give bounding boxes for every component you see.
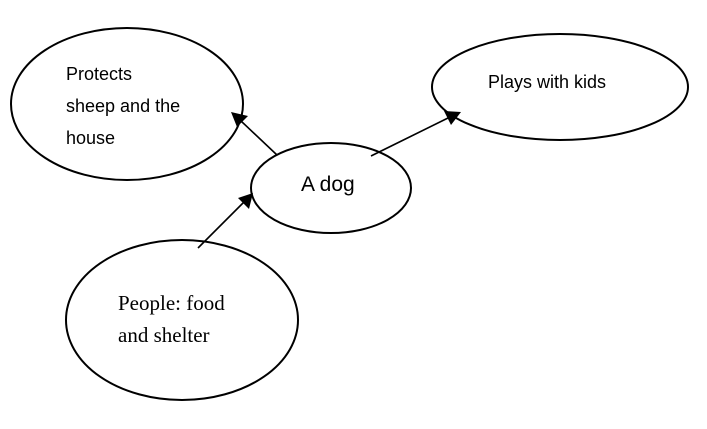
- node-people-line-1: People: food: [118, 291, 225, 315]
- arrow-people-to-dog-head: [238, 193, 253, 209]
- arrow-dog-to-plays-line: [370, 117, 449, 157]
- arrow-dog-to-protects-head: [231, 112, 248, 127]
- node-protects-ellipse: [10, 27, 244, 181]
- node-dog-label: A dog: [301, 171, 355, 199]
- arrow-dog-to-plays-head: [444, 111, 461, 125]
- node-protects-line-2: sheep and the: [66, 96, 181, 116]
- node-plays-ellipse: [431, 33, 689, 141]
- node-plays-line-1: Plays with kids: [488, 72, 607, 92]
- node-protects-line-3: house: [66, 128, 116, 148]
- node-dog-line-1: A dog: [301, 173, 355, 196]
- node-dog-ellipse: [250, 142, 412, 234]
- arrow-dog-to-protects-line: [240, 120, 278, 156]
- node-protects-line-1: Protects: [66, 64, 133, 84]
- node-people-label: People: food and shelter: [118, 287, 225, 351]
- node-people-line-2: and shelter: [118, 323, 210, 347]
- node-protects-label: Protects sheep and the house: [66, 58, 180, 154]
- node-plays-label: Plays with kids: [488, 70, 606, 94]
- arrow-people-to-dog-line: [197, 201, 245, 249]
- node-people-ellipse: [65, 239, 299, 401]
